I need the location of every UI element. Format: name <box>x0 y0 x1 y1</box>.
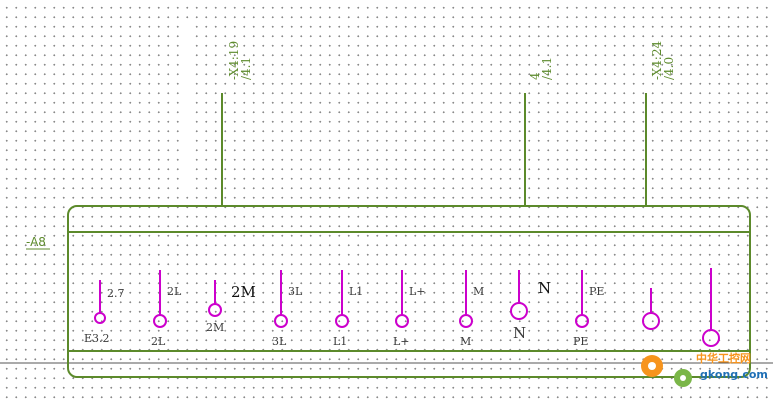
svg-text:/4.1: /4.1 <box>239 57 253 80</box>
pin-lower-label: N <box>513 324 526 342</box>
pin-ring <box>153 314 167 328</box>
pin-ring <box>208 303 222 317</box>
svg-text:-X4:24: -X4:24 <box>650 41 664 80</box>
pin-lower-label: 3L <box>272 335 287 348</box>
crossref-4[interactable]: 4 /4.1 <box>528 57 554 80</box>
pin-lower-label: M <box>460 335 471 348</box>
terminal-pin-10[interactable] <box>642 288 660 330</box>
pin-upper-label: 2M <box>231 283 256 301</box>
pin-upper-label: L+ <box>409 285 426 298</box>
terminal-pin-6[interactable]: L+ L+ <box>393 270 426 348</box>
pin-upper-label: M <box>473 285 484 298</box>
pin-lower-label: 2M <box>206 321 224 334</box>
pin-ring <box>642 312 660 330</box>
pin-ring <box>575 314 589 328</box>
terminal-pin-9[interactable]: PE PE <box>573 270 604 348</box>
watermark-brand: 中华工控网 <box>696 351 751 365</box>
pin-upper-label: 2.7 <box>107 287 125 300</box>
terminal-pin-11[interactable] <box>702 268 720 347</box>
terminal-pin-7[interactable]: MM <box>459 270 484 348</box>
device-body[interactable] <box>67 205 751 378</box>
svg-text:/4.1: /4.1 <box>540 57 554 80</box>
pin-upper-label: L1 <box>349 285 363 298</box>
pin-ring <box>702 329 720 347</box>
pin-lower-label: PE <box>573 335 588 348</box>
pin-lower-label: 2L <box>151 335 166 348</box>
watermark-logo: 中华工控网 gkong.com <box>641 351 768 387</box>
pin-ring <box>335 314 349 328</box>
pin-ring <box>395 314 409 328</box>
pin-upper-label: N <box>538 279 551 297</box>
watermark-site: gkong.com <box>700 368 768 381</box>
pin-lower-label: E3.2 <box>84 332 110 345</box>
pin-upper-label: PE <box>589 285 604 298</box>
crossref-x4-19[interactable]: -X4:19 /4.1 <box>227 41 253 80</box>
pin-ring <box>274 314 288 328</box>
terminal-pin-2[interactable]: 2L 2L <box>151 270 182 348</box>
pin-lower-label: L+ <box>393 335 410 348</box>
terminal-pin-8[interactable]: NN <box>510 270 551 342</box>
pin-lower-label: L1 <box>333 335 347 348</box>
terminal-pin-3[interactable]: 2M 2M <box>206 280 256 334</box>
terminal-pin-4[interactable]: 3L 3L <box>272 270 303 348</box>
svg-text:4: 4 <box>528 72 542 80</box>
pin-ring <box>94 312 106 324</box>
device-tag: -A8 <box>26 235 46 249</box>
terminal-pin-1[interactable]: 2.7E3.2 <box>84 280 125 345</box>
pin-ring <box>459 314 473 328</box>
gear-icon <box>641 355 692 387</box>
crossref-x4-24[interactable]: -X4:24 /4.0 <box>650 41 676 80</box>
svg-text:-X4:19: -X4:19 <box>227 41 241 80</box>
svg-text:/4.0: /4.0 <box>662 57 676 80</box>
blank-strip <box>185 22 193 190</box>
pin-ring <box>510 302 528 320</box>
pin-upper-label: 2L <box>167 285 182 298</box>
pin-upper-label: 3L <box>288 285 303 298</box>
